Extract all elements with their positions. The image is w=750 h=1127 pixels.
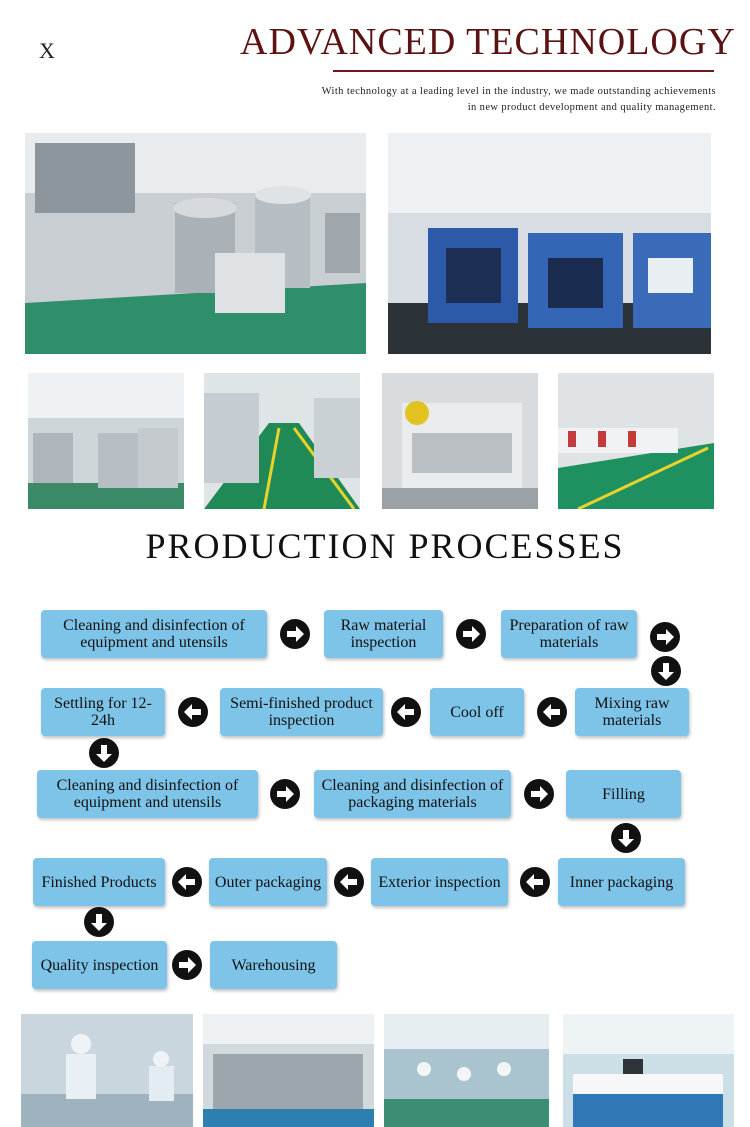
step-finished-products: Finished Products <box>33 858 165 906</box>
step-cleaning-equipment: Cleaning and disinfection of equipment a… <box>41 610 267 658</box>
arrow-down-icon <box>89 738 119 768</box>
arrow-left-icon <box>520 867 550 897</box>
subtitle-line-1: With technology at a leading level in th… <box>321 86 716 97</box>
arrow-left-icon <box>391 697 421 727</box>
photo-laboratory <box>563 1014 734 1127</box>
arrow-right-icon <box>280 619 310 649</box>
arrow-down-icon <box>611 823 641 853</box>
section-title: PRODUCTION PROCESSES <box>145 526 625 566</box>
step-semi-finished-inspection: Semi-finished product inspection <box>220 688 383 736</box>
photo-lab-ovens <box>388 133 711 354</box>
arrow-down-icon <box>651 656 681 686</box>
photo-machines <box>203 1014 374 1127</box>
photo-workers-packing <box>21 1014 193 1127</box>
subtitle-line-2: in new product development and quality m… <box>467 102 716 113</box>
photo-tanks <box>28 373 184 509</box>
step-outer-packaging: Outer packaging <box>209 858 327 906</box>
step-quality-inspection: Quality inspection <box>32 941 167 989</box>
page-subtitle: With technology at a leading level in th… <box>200 84 716 116</box>
step-mixing-raw-materials: Mixing raw materials <box>575 688 689 736</box>
arrow-right-icon <box>650 622 680 652</box>
arrow-right-icon <box>524 779 554 809</box>
arrow-left-icon <box>334 867 364 897</box>
photo-workshop-team <box>384 1014 549 1127</box>
title-divider <box>333 70 714 72</box>
arrow-right-icon <box>172 950 202 980</box>
arrow-down-icon <box>84 907 114 937</box>
photo-corridor <box>204 373 360 509</box>
arrow-right-icon <box>270 779 300 809</box>
arrow-left-icon <box>172 867 202 897</box>
step-cool-off: Cool off <box>430 688 524 736</box>
step-cleaning-equipment-2: Cleaning and disinfection of equipment a… <box>37 770 258 818</box>
arrow-right-icon <box>456 619 486 649</box>
step-exterior-inspection: Exterior inspection <box>371 858 508 906</box>
page-title: ADVANCED TECHNOLOGY <box>240 21 736 63</box>
photo-mixing-workshop <box>25 133 366 354</box>
arrow-left-icon <box>537 697 567 727</box>
step-cleaning-packaging: Cleaning and disinfection of packaging m… <box>314 770 511 818</box>
step-filling: Filling <box>566 770 681 818</box>
close-button[interactable]: X <box>39 38 55 63</box>
photo-production-line <box>558 373 714 509</box>
step-raw-material-inspection: Raw material inspection <box>324 610 443 658</box>
arrow-left-icon <box>178 697 208 727</box>
step-preparation-raw-materials: Preparation of raw materials <box>501 610 637 658</box>
step-inner-packaging: Inner packaging <box>558 858 685 906</box>
step-settling: Settling for 12-24h <box>41 688 165 736</box>
photo-filling-machine <box>382 373 538 509</box>
step-warehousing: Warehousing <box>210 941 337 989</box>
